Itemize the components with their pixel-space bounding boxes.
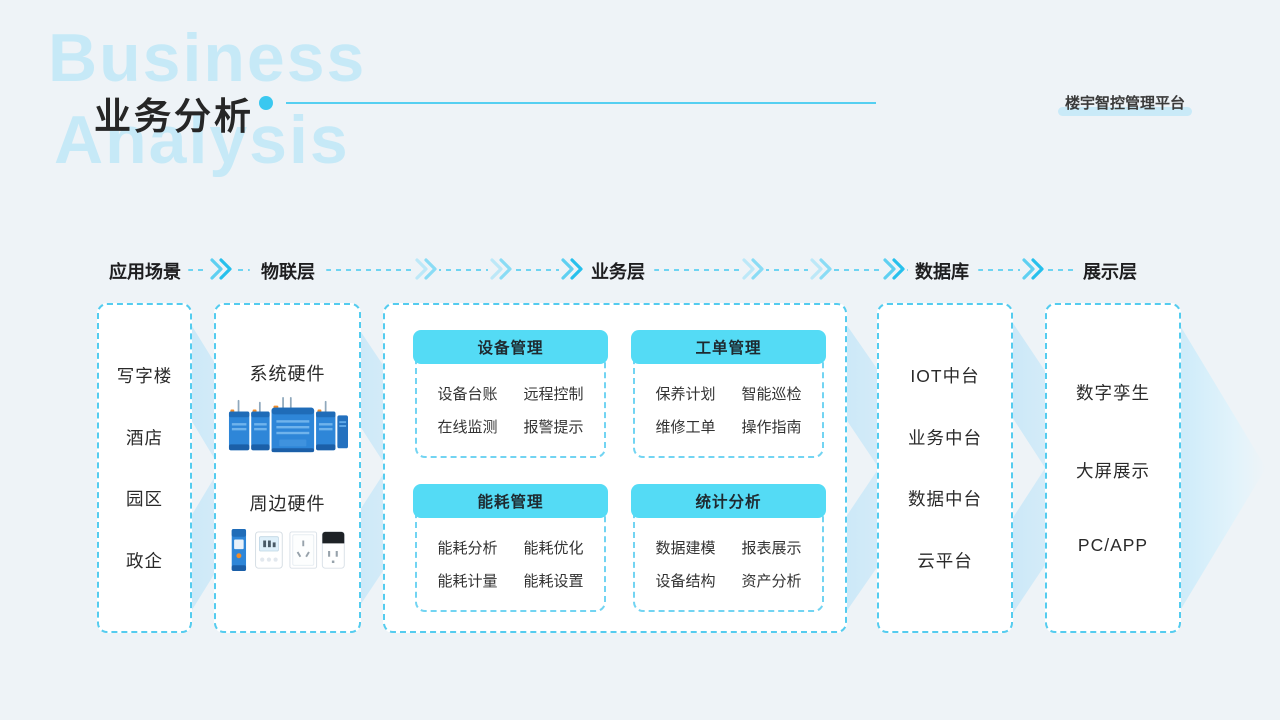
chevron-right-icon <box>740 257 766 281</box>
title-english-line2: Analysis <box>54 102 350 178</box>
list-item: PC/APP <box>1077 535 1149 556</box>
peripheral-hardware-image <box>231 529 345 572</box>
stage-label-iot: 物联层 <box>261 262 315 282</box>
card-workorder-management: 工单管理 保养计划 智能巡检 维修工单 操作指南 <box>631 330 826 458</box>
card-title: 统计分析 <box>631 484 826 518</box>
peripheral-hardware-group: 周边硬件 <box>226 490 350 576</box>
stage-label-scenarios: 应用场景 <box>109 262 181 282</box>
business-layer-box: 设备管理 设备台账 远程控制 在线监测 报警提示 工单管理 保养计划 智能巡检 <box>383 303 847 633</box>
card-item: 维修工单 <box>655 418 716 436</box>
card-item: 设备台账 <box>437 386 498 404</box>
card-item: 远程控制 <box>523 386 584 404</box>
list-item: 酒店 <box>126 427 163 448</box>
display-layer-box: 数字孪生 大屏展示 PC/APP <box>1045 303 1181 633</box>
background-arrow-5 <box>1178 322 1266 614</box>
chevron-right-icon <box>413 257 439 281</box>
database-box: IOT中台 业务中台 数据中台 云平台 <box>877 303 1013 633</box>
list-item: 大屏展示 <box>1076 460 1150 481</box>
card-item: 保养计划 <box>655 386 716 404</box>
connector-line-2 <box>326 269 584 271</box>
connector-line-3 <box>654 269 908 271</box>
platform-label: 楼宇智控管理平台 <box>1064 95 1185 112</box>
chevron-right-icon <box>488 257 514 281</box>
card-item: 在线监测 <box>437 418 498 436</box>
chevron-right-icon <box>1020 257 1046 281</box>
system-hardware-image <box>228 396 348 452</box>
stage-label-display: 展示层 <box>1083 262 1137 282</box>
iot-hardware-box: 系统硬件 <box>214 303 361 633</box>
list-item: 写字楼 <box>116 366 173 387</box>
accent-dot <box>259 96 273 110</box>
platform-highlight-bar <box>1058 107 1192 116</box>
stage-label-business: 业务层 <box>591 262 645 282</box>
card-body <box>415 348 606 458</box>
card-item: 能耗计量 <box>437 572 498 590</box>
system-hardware-label: 系统硬件 <box>249 363 326 384</box>
list-item: 园区 <box>126 489 163 510</box>
list-item: 云平台 <box>917 550 973 571</box>
chevron-right-icon <box>808 257 834 281</box>
platform-label-group: 楼宇智控管理平台 <box>1056 92 1194 116</box>
peripheral-hardware-label: 周边硬件 <box>249 494 326 515</box>
card-title: 工单管理 <box>631 330 826 364</box>
stage-label-database: 数据库 <box>915 262 969 282</box>
accent-line <box>286 102 876 104</box>
chevron-right-icon <box>559 257 585 281</box>
card-item: 能耗设置 <box>523 572 584 590</box>
card-statistics-analysis: 统计分析 数据建模 报表展示 设备结构 资产分析 <box>631 484 826 612</box>
card-item: 报警提示 <box>523 418 584 436</box>
chevron-right-icon <box>881 257 907 281</box>
card-body <box>633 502 824 612</box>
page-title: 业务分析 <box>94 96 254 137</box>
list-item: 业务中台 <box>908 427 982 448</box>
chevron-right-icon <box>208 257 234 281</box>
card-device-management: 设备管理 设备台账 远程控制 在线监测 报警提示 <box>413 330 608 458</box>
card-item: 资产分析 <box>741 572 802 590</box>
card-item: 数据建模 <box>655 540 716 558</box>
title-english-line1: Business <box>48 20 367 96</box>
card-energy-management: 能耗管理 能耗分析 能耗优化 能耗计量 能耗设置 <box>413 484 608 612</box>
card-item: 报表展示 <box>741 540 802 558</box>
card-item: 能耗分析 <box>437 540 498 558</box>
card-title: 设备管理 <box>413 330 608 364</box>
card-body <box>633 348 824 458</box>
scenarios-box: 写字楼 酒店 园区 政企 <box>97 303 192 633</box>
list-item: 数字孪生 <box>1076 382 1150 403</box>
card-title: 能耗管理 <box>413 484 608 518</box>
list-item: IOT中台 <box>910 366 980 387</box>
card-item: 设备结构 <box>655 572 716 590</box>
list-item: 政企 <box>126 550 163 571</box>
card-item: 能耗优化 <box>523 540 584 558</box>
card-item: 智能巡检 <box>741 386 802 404</box>
system-hardware-group: 系统硬件 <box>224 360 352 456</box>
list-item: 数据中台 <box>908 489 982 510</box>
card-item: 操作指南 <box>741 418 802 436</box>
